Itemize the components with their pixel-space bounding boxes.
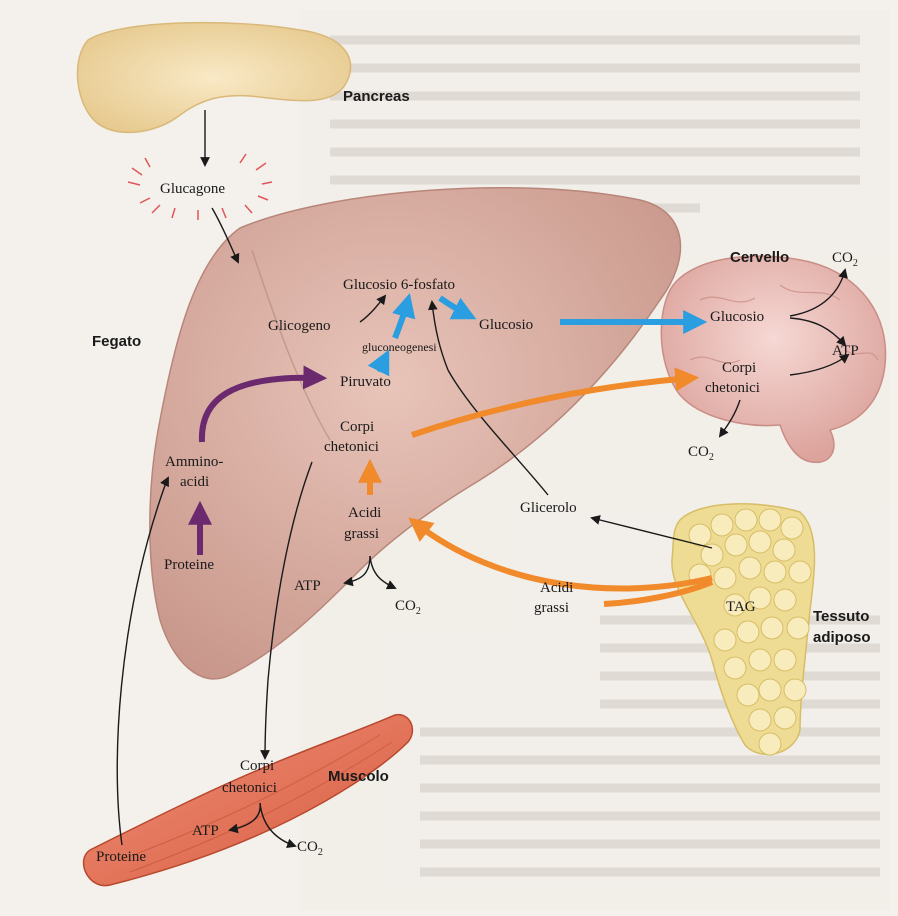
label-pyruvate: Piruvato [340, 374, 391, 390]
label-brain-glucose: Glucosio [710, 309, 764, 325]
label-aminoacids-2: acidi [180, 474, 209, 490]
label-liver-ketone-2: chetonici [324, 439, 379, 455]
label-glucose6p: Glucosio 6-fosfato [343, 277, 455, 293]
label-muscle: Muscolo [328, 768, 389, 785]
label-liver-atp: ATP [294, 578, 321, 594]
label-adipose-2: adiposo [813, 629, 871, 646]
label-adipose-fa-2: grassi [534, 600, 569, 616]
label-liver-fa-2: grassi [344, 526, 379, 542]
label-glucagon: Glucagone [160, 181, 225, 197]
label-gluconeogenesis: gluconeogenesi [362, 340, 437, 354]
label-glycogen: Glicogeno [268, 318, 330, 334]
label-brain-atp: ATP [832, 343, 859, 359]
label-aminoacids-1: Ammino- [165, 454, 223, 470]
label-glycerol: Glicerolo [520, 500, 577, 516]
label-liver: Fegato [92, 333, 141, 350]
label-muscle-atp: ATP [192, 823, 219, 839]
label-adipose-1: Tessuto [813, 608, 869, 625]
label-muscle-ketone-1: Corpi [240, 758, 274, 774]
label-liver-fa-1: Acidi [348, 505, 381, 521]
label-liver-ketone-1: Corpi [340, 419, 374, 435]
label-liver-glucose: Glucosio [479, 317, 533, 333]
label-liver-proteins: Proteine [164, 557, 214, 573]
label-brain-ketone-1: Corpi [722, 360, 756, 376]
label-adipose-fa-1: Acidi [540, 580, 573, 596]
label-muscle-ketone-2: chetonici [222, 780, 277, 796]
label-brain-ketone-2: chetonici [705, 380, 760, 396]
label-pancreas: Pancreas [343, 88, 410, 105]
label-tag: TAG [726, 599, 756, 615]
label-brain: Cervello [730, 249, 789, 266]
label-muscle-proteins: Proteine [96, 849, 146, 865]
